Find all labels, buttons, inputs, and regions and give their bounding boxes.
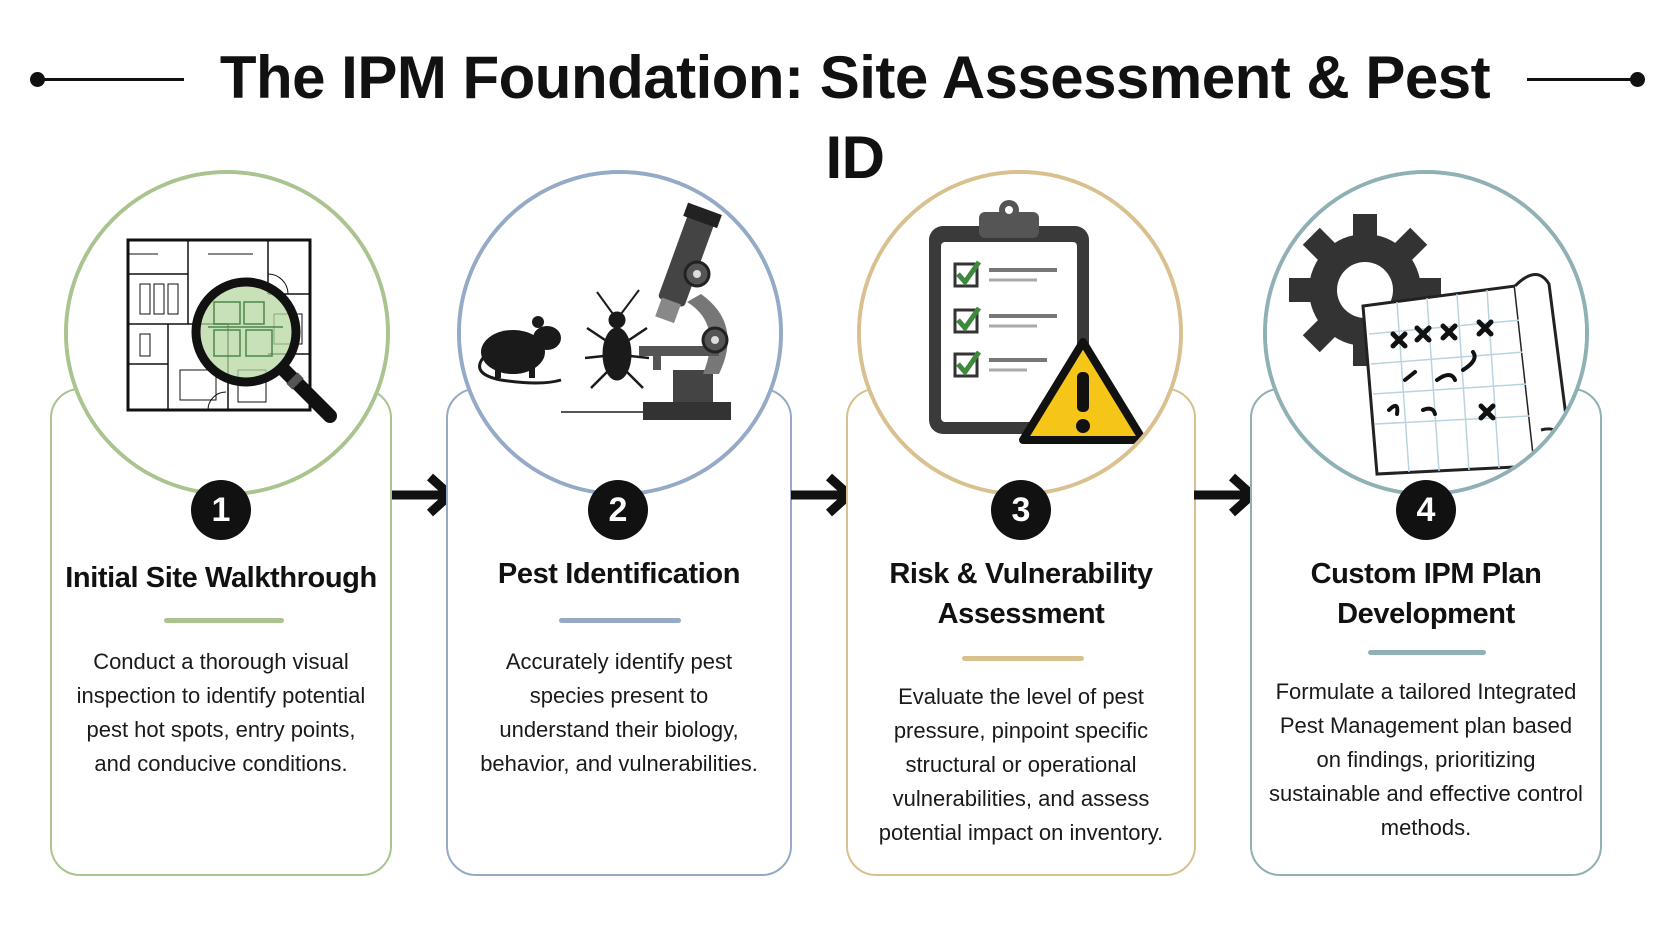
title-bar: The IPM Foundation: Site Assessment & Pe…: [0, 38, 1672, 191]
step-3-circle: [857, 170, 1183, 496]
step-3-description: Evaluate the level of pest pressure, pin…: [878, 684, 1164, 845]
checklist-warning-icon: [861, 174, 1179, 492]
step-4-circle: [1263, 170, 1589, 496]
step-2-title: Pest Identification: [497, 558, 741, 590]
title-line-left: [36, 78, 184, 81]
step-1-circle: [64, 170, 390, 496]
rodent-insect-microscope-icon: [461, 174, 779, 492]
step-4-description: Formulate a tailored Integrated Pest Man…: [1269, 679, 1583, 840]
step-1-title: Initial Site Walkthrough: [65, 562, 377, 594]
floor-plan-magnifier-icon: [68, 174, 386, 492]
title-line-right: [1527, 78, 1637, 81]
step-2-number-badge: 2: [588, 480, 648, 540]
step-3-rule: [962, 656, 1084, 661]
page-title: The IPM Foundation: Site Assessment & Pe…: [219, 44, 1491, 191]
step-4-title: Custom IPM Plan Development: [1310, 558, 1542, 630]
step-4-rule: [1368, 650, 1486, 655]
step-2-circle: [457, 170, 783, 496]
step-1-description: Conduct a thorough visual inspection to …: [76, 649, 366, 776]
step-2-rule: [559, 618, 681, 623]
step-4-number-badge: 4: [1396, 480, 1456, 540]
step-3-title: Risk & Vulnerability Assessment: [889, 558, 1153, 630]
step-3-number-badge: 3: [991, 480, 1051, 540]
title-dot-right: [1630, 72, 1645, 87]
step-2-description: Accurately identify pest species present…: [480, 649, 758, 776]
gear-plan-map-icon: [1267, 174, 1585, 492]
step-1-rule: [164, 618, 284, 623]
step-1-number-badge: 1: [191, 480, 251, 540]
